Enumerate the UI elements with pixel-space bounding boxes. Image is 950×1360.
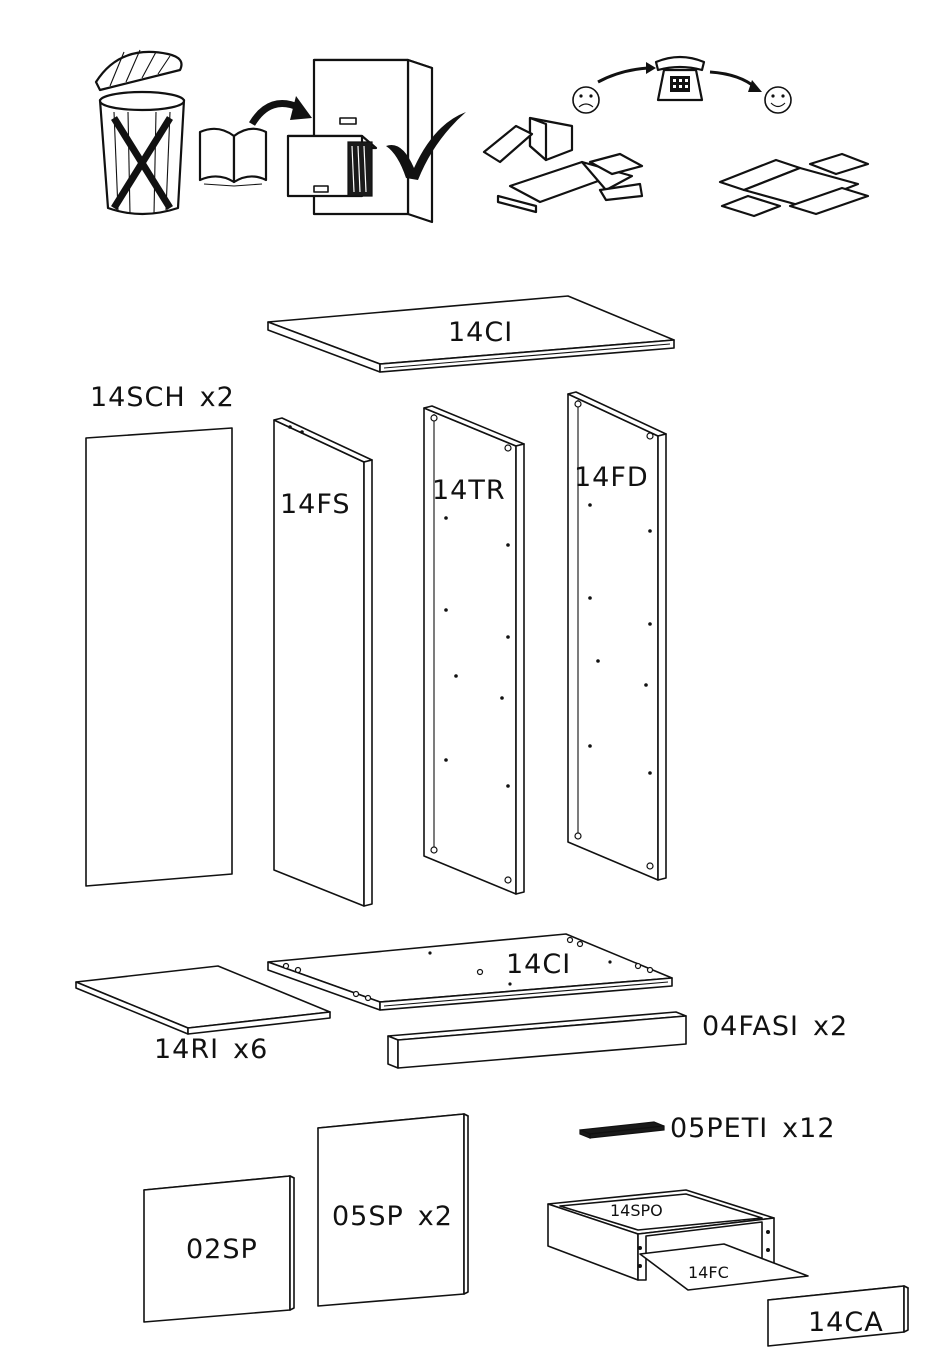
replacement-parts-icon [720,154,868,216]
drawer-assembly: 14SPO 14FC [548,1190,808,1290]
bottom-panel-label: 14CI [506,949,571,980]
drawer-bottom-label: 14FC [688,1263,729,1282]
damaged-parts-icon [484,118,642,212]
drawer-front-label: 14CA [808,1307,884,1338]
back-panel-14tr: 14TR [424,406,524,894]
curved-arrow-icon [252,96,312,124]
back-panel-label: 14TR [432,475,506,506]
right-side-label: 14FD [574,462,649,493]
filing-cabinet-icon [288,60,432,222]
top-panel-label: 14CI [448,317,513,348]
door-small-label: 02SP [186,1234,258,1265]
left-side-label: 14FS [280,489,351,520]
drawer-front-14ca: 14CA [768,1286,908,1346]
arrow-right-icon [598,62,656,82]
left-side-panel-14fs: 14FS [274,418,372,906]
drawer-side-label: 14SPO [610,1201,663,1220]
right-side-panel-14fd: 14FD [568,392,666,880]
bottom-panel-14ci: 14CI [268,934,672,1010]
arrow-right-icon-2 [710,72,762,92]
happy-face-icon [765,87,791,113]
telephone-icon [656,57,704,100]
top-panel-14ci: 14CI [268,296,674,372]
manual-book-icon [200,129,266,186]
sad-face-icon [573,87,599,113]
trash-bin-icon [96,50,184,214]
door-02sp: 02SP [144,1176,294,1322]
